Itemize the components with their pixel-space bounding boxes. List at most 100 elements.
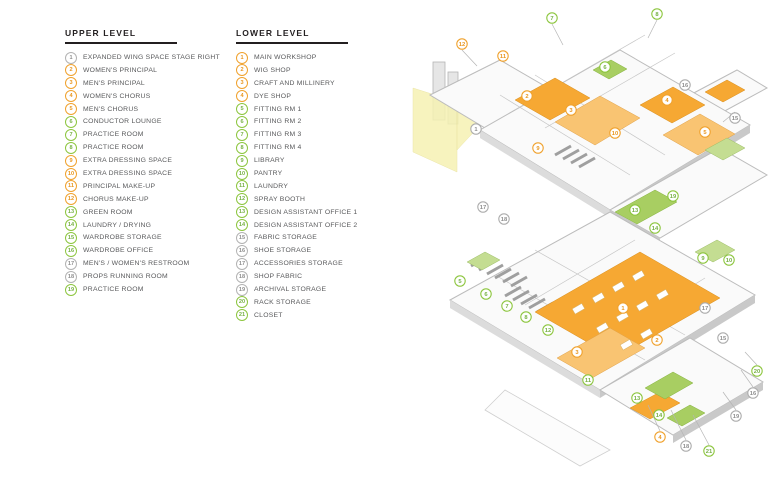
legend-item-label: MEN'S PRINCIPAL <box>83 79 145 87</box>
legend-number-badge: 5 <box>65 103 77 116</box>
legend-item-label: PRACTICE ROOM <box>83 131 144 139</box>
legend-item-label: FITTING RM 4 <box>254 144 302 152</box>
plan-marker-number: 13 <box>632 208 639 214</box>
plan-marker <box>582 374 594 386</box>
plan-marker-number: 10 <box>726 258 732 264</box>
legend-item-label: MEN'S CHORUS <box>83 105 139 113</box>
legend-number-badge: 3 <box>236 77 248 90</box>
upper-floor-plan <box>412 34 769 245</box>
legend-item: 7 PRACTICE ROOM <box>65 128 233 141</box>
legend-number-badge: 1 <box>236 51 248 64</box>
legend-item-label: PROPS RUNNING ROOM <box>83 273 168 281</box>
legend-item-label: CONDUCTOR LOUNGE <box>83 118 162 126</box>
plan-marker <box>599 61 611 73</box>
legend-number-badge: 12 <box>65 193 77 206</box>
legend-item-label: WIG SHOP <box>254 66 291 74</box>
plan-marker <box>699 126 711 138</box>
plan-marker <box>729 112 741 124</box>
plan-marker-number: 16 <box>750 391 757 397</box>
legend-lower-title: LOWER LEVEL <box>236 28 348 44</box>
plan-marker-number: 19 <box>733 414 740 420</box>
plan-marker-number: 12 <box>459 42 465 48</box>
plan-marker-number: 16 <box>682 83 689 89</box>
legend-item-label: SPRAY BOOTH <box>254 195 306 203</box>
legend-number-badge: 7 <box>236 128 248 141</box>
legend-number-badge: 2 <box>65 64 77 77</box>
plan-marker-number: 15 <box>720 336 727 342</box>
legend-item-label: EXPANDED WING SPACE STAGE RIGHT <box>83 54 220 61</box>
legend-item-label: GREEN ROOM <box>83 208 133 216</box>
legend-item-label: WARDROBE STORAGE <box>83 234 162 242</box>
plan-marker <box>679 79 691 91</box>
room-womens-chorus <box>639 86 706 124</box>
legend-item-label: FITTING RM 1 <box>254 105 302 113</box>
plan-marker-number: 2 <box>525 94 528 100</box>
plan-marker-number: 18 <box>683 444 690 450</box>
plan-marker <box>699 302 711 314</box>
legend-number-badge: 14 <box>65 219 77 232</box>
plan-marker <box>565 104 577 116</box>
legend-item-label: SHOP FABRIC <box>254 273 303 281</box>
legend-number-badge: 19 <box>236 283 248 296</box>
legend-item-label: PRACTICE ROOM <box>83 144 144 152</box>
plan-marker <box>730 410 742 422</box>
legend-item-label: DYE SHOP <box>254 92 292 100</box>
plan-marker-number: 2 <box>655 338 658 344</box>
plan-marker-number: 11 <box>500 54 507 60</box>
legend-number-badge: 10 <box>236 167 248 180</box>
plan-marker-number: 7 <box>505 304 508 310</box>
room-mens-principal <box>554 95 641 146</box>
plan-marker-number: 1 <box>474 127 478 133</box>
legend-item: 5 FITTING RM 1 <box>236 103 396 116</box>
legend-number-badge: 15 <box>236 231 248 244</box>
legend-item-label: FITTING RM 2 <box>254 118 302 126</box>
legend-item-label: CLOSET <box>254 311 283 319</box>
legend-number-badge: 7 <box>65 128 77 141</box>
legend-item-label: PRACTICE ROOM <box>83 286 144 294</box>
plan-marker-number: 6 <box>603 65 607 71</box>
upper-wall <box>480 130 610 218</box>
legend-item-label: SHOE STORAGE <box>254 247 312 255</box>
legend-number-badge: 17 <box>236 257 248 270</box>
plan-marker <box>477 201 489 213</box>
legend-item-label: WOMEN'S CHORUS <box>83 92 151 100</box>
legend-number-badge: 13 <box>236 206 248 219</box>
plan-marker <box>571 346 583 358</box>
room-fitting <box>466 251 501 271</box>
legend-number-badge: 19 <box>65 283 77 296</box>
plan-marker <box>717 332 729 344</box>
lower-apron <box>484 389 611 467</box>
legend-number-badge: 16 <box>236 244 248 257</box>
legend-number-badge: 9 <box>65 154 77 167</box>
plan-marker <box>520 311 532 323</box>
legend-item: 16 SHOE STORAGE <box>236 244 396 257</box>
plan-marker-number: 15 <box>732 116 739 122</box>
legend-item-label: LAUNDRY <box>254 182 289 190</box>
plan-marker-number: 8 <box>655 12 659 18</box>
room-wig-shop <box>556 327 646 379</box>
plan-marker <box>631 392 643 404</box>
plan-marker <box>532 142 544 154</box>
legend-number-badge: 20 <box>236 296 248 309</box>
plan-marker-number: 21 <box>706 449 713 455</box>
legend-item: 19 PRACTICE ROOM <box>65 283 233 296</box>
legend-number-badge: 5 <box>236 103 248 116</box>
legend-number-badge: 8 <box>236 141 248 154</box>
